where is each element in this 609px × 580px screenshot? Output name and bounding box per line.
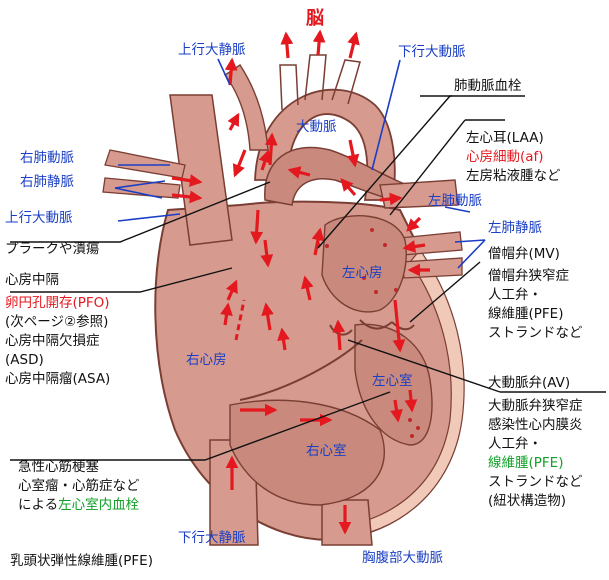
pulmonary-embolism-label: 肺動脈血栓 [454,78,522,94]
inferior-vena-cava-label: 下行大静脈 [178,530,246,546]
mi-line-1: 急性心筋梗塞 [18,458,140,477]
plaque-label: プラークや潰瘍 [5,241,100,257]
aortic-valve-title: 大動脈弁(AV) [488,374,583,393]
left-atrium-chamber [322,216,406,312]
mitral-line-2: 人工弁・ [488,286,583,305]
left-pulmonary-artery-label: 左肺動脈 [428,193,482,209]
right-pulmonary-artery-shape [105,150,185,178]
aortic-line-5: ストランドなど [488,473,583,492]
left-ventricle-label: 左心室 [372,373,413,389]
septum-title: 心房中隔 [5,271,110,290]
mitral-line-4: ストランドなど [488,324,583,343]
aorta-label: 大動脈 [296,119,337,135]
asd-text-1: 心房中隔欠損症 [5,332,110,351]
mi-line-3-prefix: による [18,497,58,513]
descending-aorta-top-label: 下行大動脈 [398,44,466,60]
aortic-valve-group: 大動脈弁(AV) 大動脈弁狭窄症 感染性心内膜炎 人工弁・ 線維腫(PFE) ス… [488,374,583,511]
asa-text: 心房中隔瘤(ASA) [5,370,110,389]
right-pulmonary-artery-label: 右肺動脈 [20,150,74,166]
lv-thrombus-text: 左心室内血栓 [58,497,139,513]
mitral-valve-title: 僧帽弁(MV) [488,245,583,264]
right-ventricle-label: 右心室 [306,443,347,459]
left-atrial-appendage-group: 左心耳(LAA) 心房細動(af) 左房粘液腫など [466,129,561,186]
left-pulmonary-vein-shape [400,232,462,278]
mi-line-2: 心室瘤・心筋症など [18,477,140,496]
laa-title: 左心耳(LAA) [466,129,561,148]
abdominal-aorta-shape [322,500,372,545]
aortic-line-2: 感染性心内膜炎 [488,416,583,435]
aortic-line-1: 大動脈弁狭窄症 [488,397,583,416]
mi-line-3: による左心室内血栓 [18,496,140,515]
pfo-ref-text: (次ページ②参照) [5,313,110,332]
right-atrium-label: 右心房 [186,352,227,368]
superior-vena-cava-label: 上行大静脈 [178,42,246,58]
aortic-line-6: (紐状構造物) [488,492,583,511]
mitral-line-1: 僧帽弁狭窄症 [488,267,583,286]
abdominal-aorta-label: 胸腹部大動脈 [362,550,443,566]
asd-text-2: (ASD) [5,351,110,370]
right-pulmonary-vein-label: 右肺静脈 [20,174,74,190]
brain-label: 脳 [306,8,324,30]
footnote-pfe: 乳頭状弾性線維腫(PFE) [10,553,153,569]
mitral-valve-group: 僧帽弁(MV) 僧帽弁狭窄症 人工弁・ 線維腫(PFE) ストランドなど [488,245,583,343]
aortic-line-3: 人工弁・ [488,435,583,454]
aortic-line-4: 線維腫(PFE) [488,454,583,473]
myxoma-text: 左房粘液腫など [466,167,561,186]
af-text: 心房細動(af) [466,148,561,167]
left-atrium-label: 左心房 [342,265,383,281]
mitral-line-3: 線維腫(PFE) [488,305,583,324]
septum-group: 心房中隔 卵円孔開存(PFO) (次ページ②参照) 心房中隔欠損症 (ASD) … [5,271,110,389]
right-pulmonary-vein-shape [103,178,180,198]
pfo-text: 卵円孔開存(PFO) [5,294,110,313]
ascending-aorta-label: 上行大動脈 [5,210,73,226]
mi-group: 急性心筋梗塞 心室瘤・心筋症など による左心室内血栓 [18,458,140,515]
left-pulmonary-vein-label: 左肺静脈 [488,220,542,236]
